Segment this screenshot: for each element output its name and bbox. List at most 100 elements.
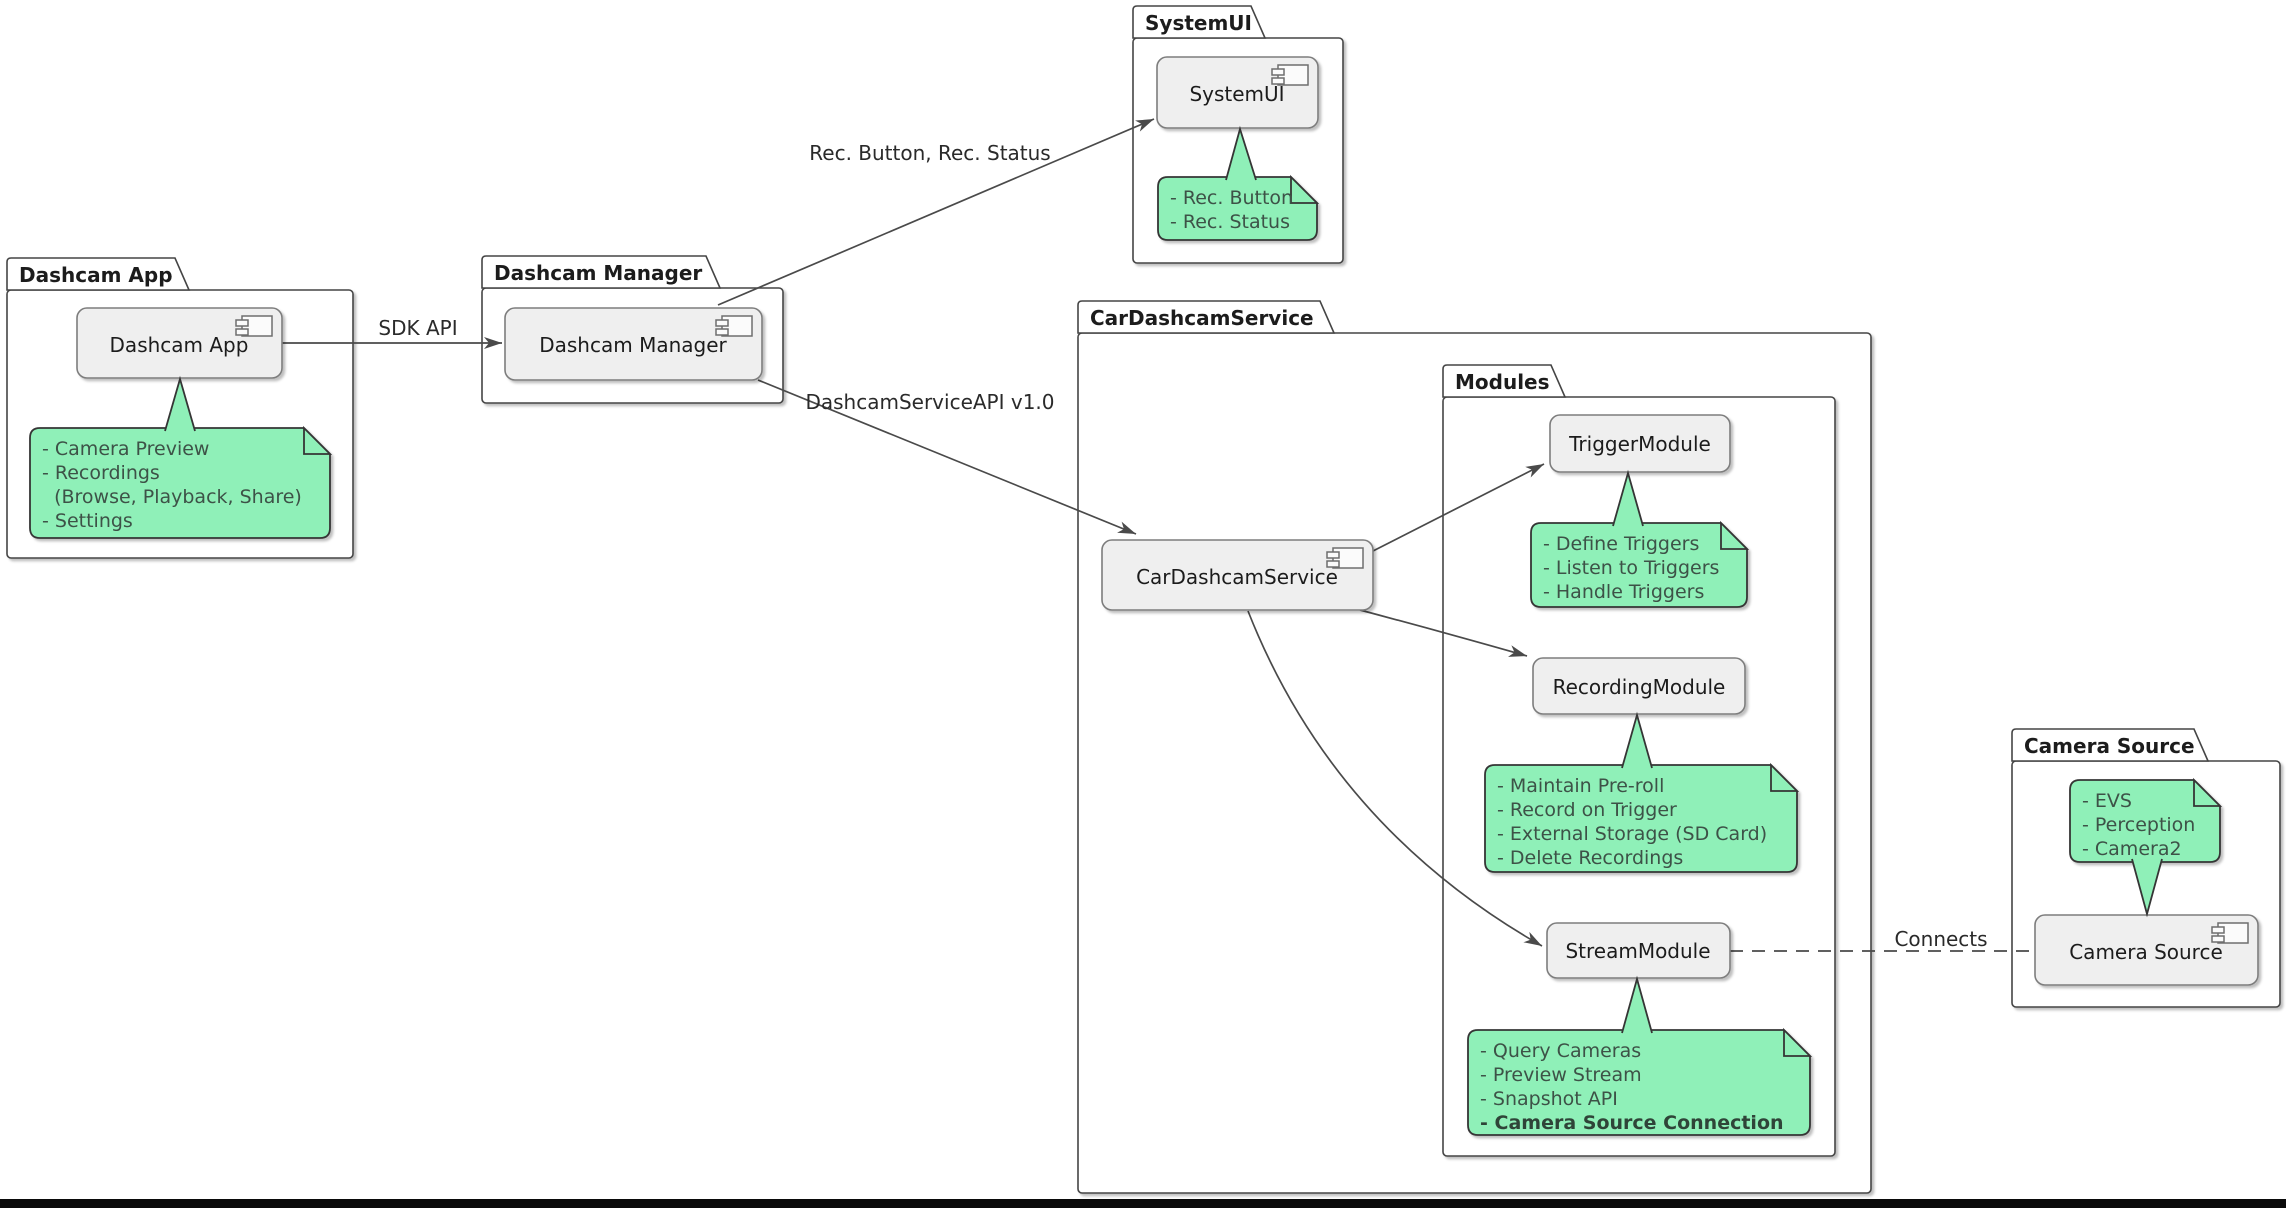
component-icon-tab [235, 328, 249, 336]
package-tab [6, 257, 191, 291]
note-pointer [1225, 125, 1257, 181]
note-line: - Rec. Status [1170, 211, 1290, 233]
note-recording-module: - Maintain Pre-roll - Record on Trigger … [1484, 711, 1800, 873]
edges [282, 118, 2033, 952]
edge-service-to-recording [1359, 609, 1528, 657]
package-title-dashcam-manager: Dashcam Manager [494, 261, 702, 285]
component-dashcam-manager: Dashcam Manager [504, 307, 763, 381]
bottom-bar [0, 1199, 2286, 1208]
note-line: - Listen to Triggers [1543, 557, 1719, 579]
component-icon [2211, 922, 2249, 944]
package-title-camera-source: Camera Source [2024, 734, 2195, 758]
note-line: - Perception [2082, 814, 2195, 836]
note-shape [2069, 779, 2221, 863]
component-camera-source: Camera Source [2034, 914, 2259, 986]
component-label-dashcam-app: Dashcam App [110, 333, 249, 357]
edge-service-to-stream [1247, 610, 1543, 947]
note-shape [1484, 764, 1798, 873]
note-line: - Snapshot API [1480, 1088, 1618, 1110]
note-line: - Camera Preview [42, 438, 209, 460]
component-box [504, 307, 763, 381]
component-icon-tab [1326, 560, 1340, 568]
note-pointer [2131, 858, 2163, 918]
note-camera-source: - EVS - Perception - Camera2 [2069, 777, 2223, 918]
package-tab [1077, 300, 1336, 334]
package-tab [1442, 364, 1567, 398]
edge-label-connects: Connects [1894, 927, 1987, 951]
component-icon [1326, 547, 1364, 569]
component-label-dashcam-manager: Dashcam Manager [539, 333, 727, 357]
package-title-dashcam-app: Dashcam App [19, 263, 173, 287]
note-pointer [1621, 975, 1653, 1034]
package-tab [481, 255, 722, 289]
component-label-recording-module: RecordingModule [1553, 675, 1726, 699]
note-fold [1770, 762, 1800, 792]
package-title-car-dashcam-service: CarDashcamService [1090, 306, 1314, 330]
note-fold [1290, 174, 1320, 204]
component-icon-tab [2211, 926, 2225, 934]
component-trigger-module: TriggerModule [1549, 414, 1731, 473]
note-fold [1783, 1027, 1813, 1057]
component-box [1101, 539, 1374, 611]
note-line: - Record on Trigger [1497, 799, 1677, 821]
package-tab [2011, 728, 2210, 762]
note-line: - Camera2 [2082, 838, 2182, 860]
note-line: - Delete Recordings [1497, 847, 1683, 869]
component-box [1549, 414, 1731, 473]
note-fold [303, 425, 333, 455]
edge-labels: SDK API Rec. Button, Rec. Status Dashcam… [378, 141, 1987, 951]
component-recording-module: RecordingModule [1532, 657, 1746, 715]
component-label-trigger-module: TriggerModule [1568, 432, 1711, 456]
component-icon-tab [2211, 935, 2225, 943]
note-line: - EVS [2082, 790, 2132, 812]
component-car-dashcam-service: CarDashcamService [1101, 539, 1374, 611]
component-icon-tab [1271, 77, 1285, 85]
note-line: - External Storage (SD Card) [1497, 823, 1767, 845]
note-fold [2193, 777, 2223, 807]
note-line: - Preview Stream [1480, 1064, 1642, 1086]
note-line: - Query Cameras [1480, 1040, 1641, 1062]
component-icon [235, 315, 273, 337]
component-label-car-dashcam-service: CarDashcamService [1136, 565, 1338, 589]
note-systemui: - Rec. Button - Rec. Status [1157, 125, 1320, 241]
note-trigger-module: - Define Triggers - Listen to Triggers -… [1530, 469, 1750, 608]
component-label-stream-module: StreamModule [1565, 939, 1710, 963]
note-line: - Rec. Button [1170, 187, 1293, 209]
component-box [1546, 922, 1731, 979]
component-stream-module: StreamModule [1546, 922, 1731, 979]
note-line: (Browse, Playback, Share) [42, 486, 302, 508]
note-fold [1720, 520, 1750, 550]
edge-label-rec-button-status: Rec. Button, Rec. Status [809, 141, 1050, 165]
note-pointer [164, 375, 196, 432]
component-icon-tab [715, 319, 729, 327]
package-title-modules: Modules [1455, 370, 1550, 394]
component-label-camera-source: Camera Source [2069, 940, 2223, 964]
component-icon-tab [1326, 551, 1340, 559]
note-line-bold: - Camera Source Connection [1480, 1112, 1784, 1134]
note-dashcam-app: - Camera Preview - Recordings (Browse, P… [29, 375, 333, 539]
note-line: - Maintain Pre-roll [1497, 775, 1664, 797]
note-stream-module: - Query Cameras - Preview Stream - Snaps… [1467, 975, 1813, 1136]
note-line: - Define Triggers [1543, 533, 1699, 555]
component-dashcam-app: Dashcam App [76, 307, 283, 379]
edge-label-dashcam-service-api: DashcamServiceAPI v1.0 [805, 390, 1054, 414]
edge-service-to-trigger [1372, 463, 1545, 552]
note-shape [1157, 176, 1318, 241]
component-systemui: SystemUI [1156, 56, 1319, 129]
component-icon [1271, 64, 1309, 86]
note-shape [1467, 1029, 1811, 1136]
note-pointer [1612, 469, 1644, 527]
component-icon-tab [715, 328, 729, 336]
note-line: - Settings [42, 510, 133, 532]
edge-manager-to-service [757, 379, 1137, 535]
component-icon-tab [235, 319, 249, 327]
component-icon-tab [1271, 68, 1285, 76]
component-label-systemui: SystemUI [1189, 82, 1284, 106]
note-shape [29, 427, 331, 539]
note-line: - Recordings [42, 462, 160, 484]
note-line: - Handle Triggers [1543, 581, 1704, 603]
component-icon [715, 315, 753, 337]
note-shape [1530, 522, 1748, 608]
package-tab [1132, 5, 1267, 39]
